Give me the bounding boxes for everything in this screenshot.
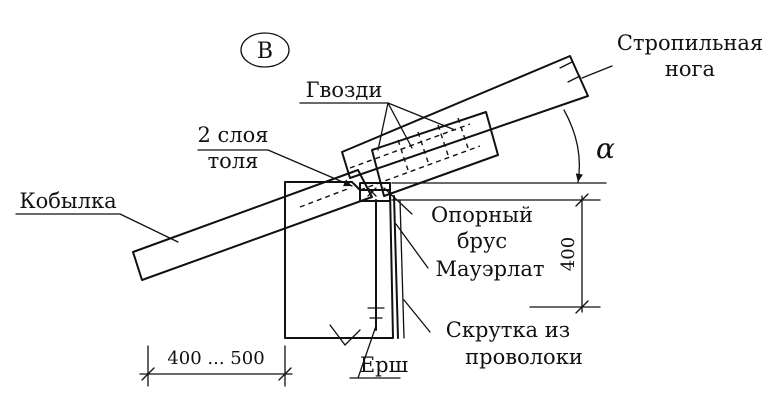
felt-label-line1: 2 слоя	[197, 123, 268, 147]
width-ticks	[141, 367, 292, 381]
wire-line	[393, 195, 399, 339]
wire-twist-leader	[403, 299, 431, 333]
ruff-fastener	[367, 199, 385, 331]
filly-leader	[119, 213, 179, 243]
rafter-outline	[341, 55, 589, 179]
height-dimension: 400	[391, 193, 601, 314]
nail-4	[457, 117, 469, 149]
wall-plate-fastener	[367, 187, 377, 197]
wall-plate-label: Мауэрлат	[435, 257, 544, 281]
angle-symbol: α	[596, 132, 615, 165]
wall-plate-leader	[395, 223, 429, 269]
rafter-break-mark	[559, 61, 581, 83]
hidden-edge-1	[349, 123, 471, 169]
angle-indicator: α	[391, 109, 615, 184]
ruff-label: Ерш	[360, 353, 408, 377]
wall-bottom-break	[329, 324, 361, 346]
view-marker-circle	[240, 32, 290, 68]
rafter-leg	[341, 55, 589, 179]
filly-board	[132, 169, 373, 281]
wire-twist-label-line2: проволоки	[465, 345, 583, 369]
ruff-teeth	[367, 307, 385, 319]
nails-label: Гвозди	[306, 78, 383, 102]
nail-2	[417, 131, 429, 163]
wire-twist-label-line1: Скрутка из	[446, 318, 570, 342]
wire-twist	[393, 195, 405, 339]
wall-plate	[359, 182, 391, 202]
view-marker-letter: В	[257, 39, 273, 64]
filly-outline	[132, 169, 373, 281]
width-dimension-value: 400 ... 500	[167, 348, 264, 369]
support-beam-outline	[371, 111, 499, 197]
felt-layer-dashed	[299, 187, 351, 208]
nail-1	[397, 139, 409, 171]
support-beam-label-line2: брус	[457, 229, 507, 253]
ruff-leader	[357, 325, 377, 379]
nails-leader-2	[387, 102, 413, 149]
leader-lines	[15, 65, 613, 379]
labels: Стропильная нога Гвозди 2 слоя толя Кобы…	[19, 31, 763, 377]
filly-label: Кобылка	[19, 189, 116, 213]
wall-plate-rect	[359, 182, 391, 202]
nails-leader-3	[387, 102, 456, 131]
wire-line-2	[399, 199, 405, 339]
view-marker: В	[240, 32, 290, 68]
hidden-edge-2	[359, 145, 481, 191]
felt-leader	[267, 149, 353, 187]
height-dimension-value: 400	[558, 237, 579, 271]
rafter-label-line1: Стропильная	[617, 31, 763, 55]
felt-label-line2: толя	[208, 149, 259, 173]
angle-arc	[563, 109, 583, 183]
rafter-label-line2: нога	[665, 57, 715, 81]
nail-3	[437, 124, 449, 156]
support-beam-leader	[383, 187, 413, 215]
nail-overlap-zone	[299, 111, 499, 208]
support-beam-label-line1: Опорный	[431, 203, 533, 227]
rafter-leader	[581, 65, 613, 79]
nails-leader-1	[377, 102, 389, 151]
height-ticks	[575, 193, 589, 314]
width-dimension: 400 ... 500	[139, 345, 293, 387]
